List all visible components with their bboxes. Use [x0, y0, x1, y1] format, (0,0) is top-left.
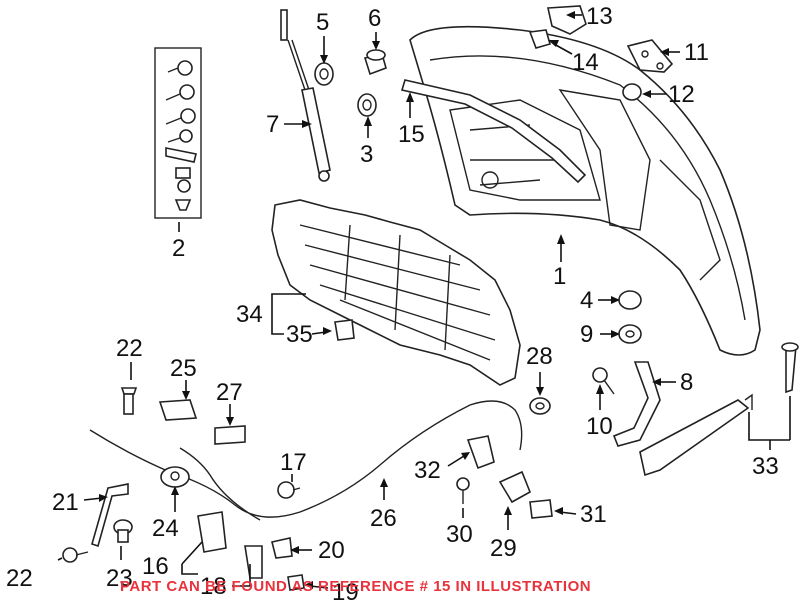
callout-22a: 22: [116, 335, 143, 362]
bolt-10: [592, 367, 615, 395]
callout-32: 32: [414, 457, 441, 484]
callout-12: 12: [668, 81, 695, 108]
callout-7: 7: [266, 111, 279, 138]
bolt-kit: [154, 47, 202, 219]
grommet-5: [314, 62, 334, 86]
prop-rod-33: [639, 342, 799, 477]
callout-26: 26: [370, 505, 397, 532]
callout-23: 23: [106, 565, 133, 592]
callout-22b: 22: [6, 565, 33, 592]
callout-14: 14: [572, 49, 599, 76]
bumper-4: [618, 290, 642, 310]
callout-30: 30: [446, 521, 473, 548]
clip-25: [158, 399, 198, 421]
bracket-32: [466, 435, 495, 470]
callout-10: 10: [586, 413, 613, 440]
callout-numbers: 1 2 3 4 5 6 7 8 9 10 11 12 13 14 15 16 1…: [6, 3, 779, 604]
clip-20: [271, 537, 293, 559]
bumper-3: [357, 93, 377, 117]
callout-3: 3: [360, 141, 373, 168]
bracket-16: [197, 511, 227, 553]
clip-35: [334, 319, 355, 341]
callout-18: 18: [200, 573, 227, 600]
latch-13: [547, 5, 587, 35]
callout-16: 16: [142, 553, 169, 580]
callout-5: 5: [316, 9, 329, 36]
bolt-30: [456, 477, 470, 504]
nut-14: [528, 29, 551, 49]
hood-strut: [280, 9, 331, 182]
grommet-23: [113, 519, 133, 543]
clip-18: [244, 545, 263, 579]
callout-8: 8: [680, 369, 693, 396]
bracket-8: [612, 361, 661, 447]
insulator-pad: [271, 199, 521, 386]
callout-24: 24: [152, 515, 179, 542]
callout-1: 1: [553, 263, 566, 290]
bolt-22-lower: [62, 547, 89, 563]
callout-4: 4: [580, 287, 593, 314]
bolt-22: [120, 387, 138, 415]
plate-11: [626, 39, 674, 73]
handle-24: [160, 466, 190, 488]
callout-29: 29: [490, 535, 517, 562]
nut-9: [618, 324, 642, 344]
callout-31: 31: [580, 501, 607, 528]
bumper-12: [622, 83, 642, 101]
clip-27: [214, 425, 246, 445]
footer-note: PART CAN BE FOUND AS REFERENCE # 15 IN I…: [120, 578, 592, 595]
callout-2: 2: [172, 235, 185, 262]
callout-9: 9: [580, 321, 593, 348]
bracket-21: [91, 483, 129, 548]
callout-11: 11: [684, 39, 709, 66]
callout-33: 33: [752, 453, 779, 480]
grommet-28: [529, 397, 551, 415]
clip-19: [287, 574, 305, 591]
bolt-17: [277, 481, 301, 499]
callout-15: 15: [398, 121, 425, 148]
striker-29: [498, 470, 532, 504]
leader-lines: [57, 11, 791, 589]
clip-6: [363, 49, 387, 76]
callout-6: 6: [368, 5, 381, 32]
callout-28: 28: [526, 343, 553, 370]
hood-seal: [400, 79, 587, 184]
callout-19: 19: [332, 579, 359, 604]
callout-13: 13: [586, 3, 613, 30]
callout-21: 21: [52, 489, 79, 516]
callout-17: 17: [280, 449, 307, 476]
callout-34: 34: [236, 301, 263, 328]
callout-27: 27: [216, 379, 243, 406]
callout-35: 35: [286, 321, 313, 348]
callout-20: 20: [318, 537, 345, 564]
callout-25: 25: [170, 355, 197, 382]
clip-31: [529, 499, 553, 519]
